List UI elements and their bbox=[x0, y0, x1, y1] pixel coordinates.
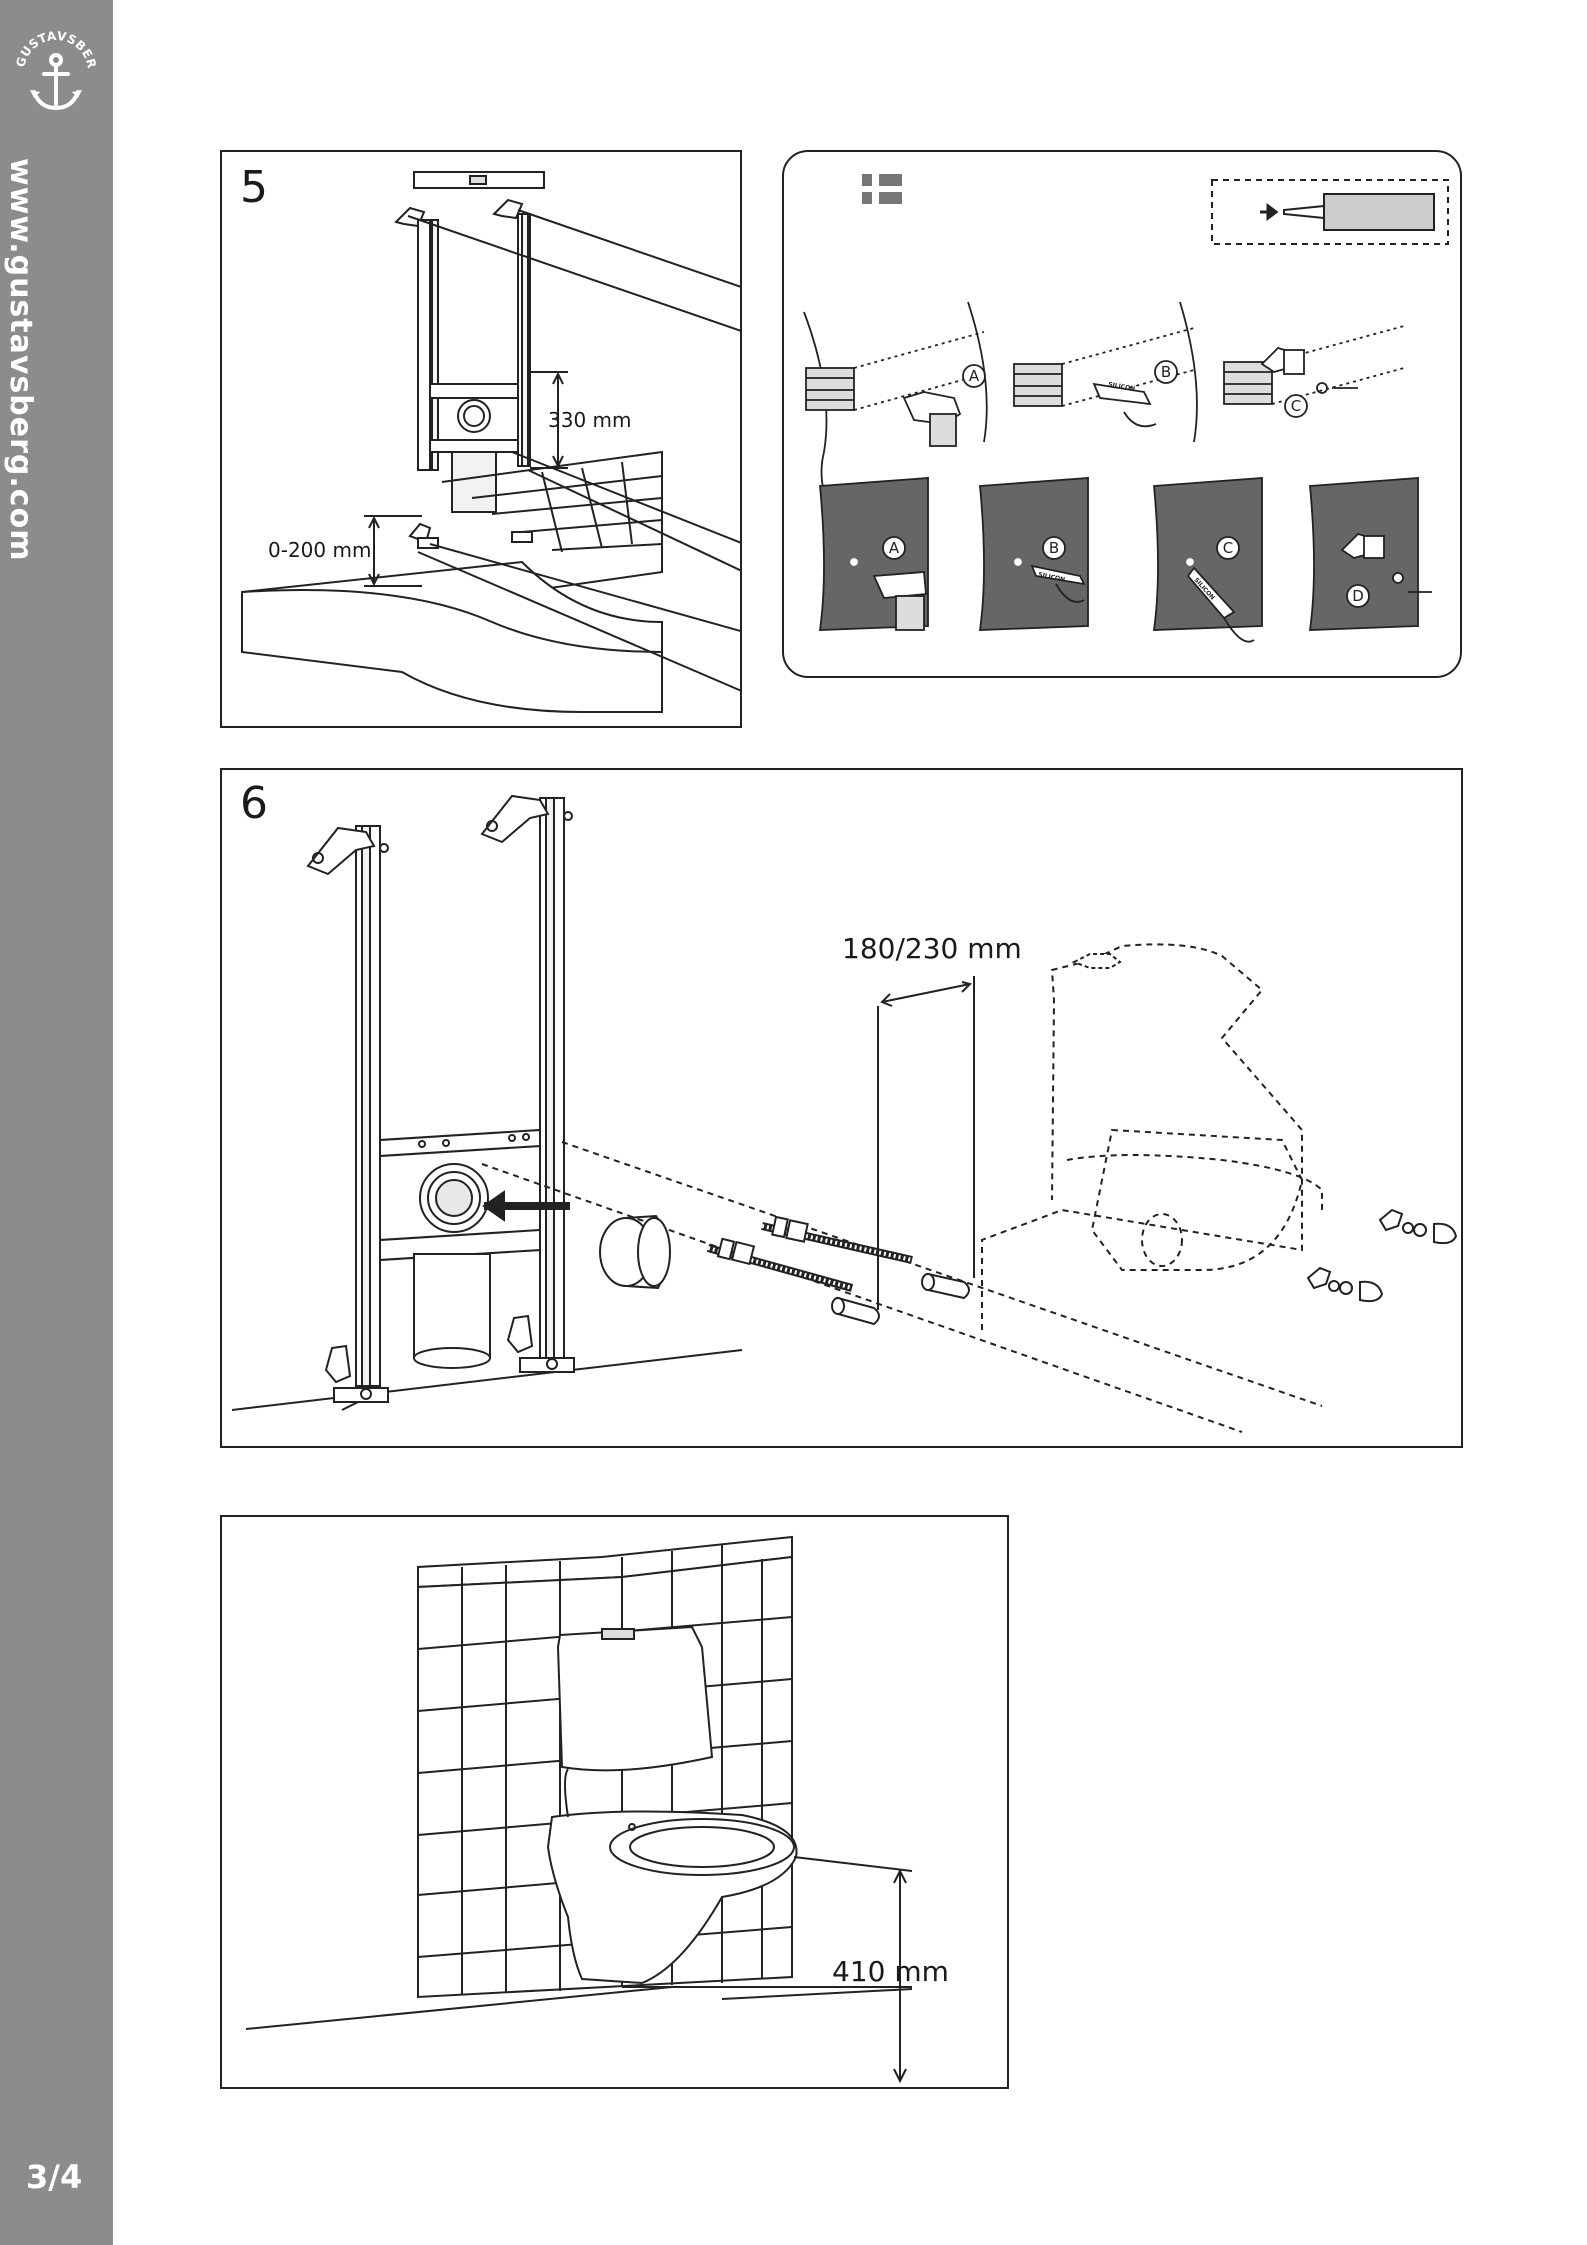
step6-illustration bbox=[222, 770, 1463, 1448]
sidebar: GUSTAVSBERG www.gustavsberg.com 3/4 bbox=[0, 0, 113, 2245]
wall-panel-a bbox=[820, 478, 928, 630]
installed-toilet-illustration bbox=[222, 1517, 1009, 2089]
wall-label-a: A bbox=[889, 539, 900, 557]
gustavsberg-logo: GUSTAVSBERG bbox=[10, 22, 102, 114]
wall-label-d: D bbox=[1352, 587, 1364, 605]
step7-panel: 410 mm bbox=[220, 1515, 1009, 2089]
wood-panel-c bbox=[1180, 302, 1404, 442]
detail-illustration: A B C A B C D SILICON SILICON SILICON bbox=[784, 152, 1460, 676]
wall-panel-b bbox=[980, 478, 1088, 630]
fixing-caps-upper bbox=[1380, 1210, 1456, 1243]
swedish-flag-icon bbox=[862, 174, 902, 204]
website-url: www.gustavsberg.com bbox=[3, 158, 38, 561]
wall-label-b: B bbox=[1049, 539, 1059, 557]
step5-frame-illustration bbox=[222, 152, 742, 728]
wood-label-c: C bbox=[1291, 397, 1301, 415]
step5-detail-callout: A B C A B C D SILICON SILICON SILICON bbox=[782, 150, 1462, 678]
dim-width-label: 180/230 mm bbox=[842, 932, 1022, 965]
wood-label-b: B bbox=[1161, 363, 1171, 381]
sealant-tube-icon bbox=[1212, 180, 1448, 244]
dim-height-label: 410 mm bbox=[832, 1955, 949, 1988]
fixing-caps-lower bbox=[1308, 1268, 1382, 1301]
wall-label-c: C bbox=[1223, 539, 1233, 557]
wall-panel-c bbox=[1154, 478, 1262, 642]
dim-330-label: 330 mm bbox=[548, 408, 632, 432]
wall-panel-d bbox=[1310, 478, 1432, 630]
wood-label-a: A bbox=[969, 367, 980, 385]
step5-panel: 5 bbox=[220, 150, 742, 728]
threaded-rod-lower bbox=[708, 1239, 852, 1288]
page-number: 3/4 bbox=[26, 2158, 82, 2196]
dim-0-200-label: 0-200 mm bbox=[268, 538, 371, 562]
step6-panel: 6 bbox=[220, 768, 1463, 1448]
